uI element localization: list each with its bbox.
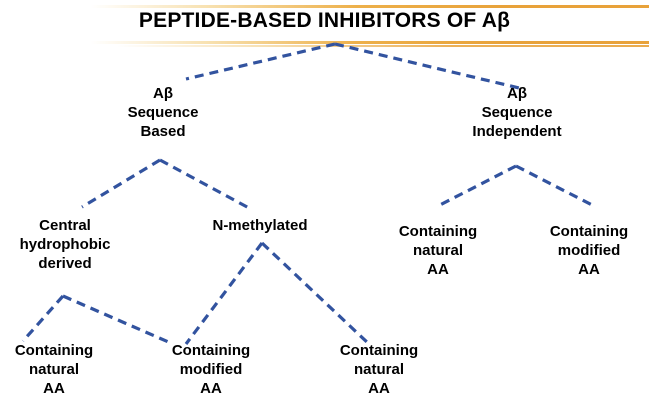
title-rule-bottom-secondary [0,45,649,47]
edge-based-to-central-hydrophobic [81,158,161,209]
edge-central-to-leaf-modified [62,294,174,346]
edge-based-to-n-methylated [159,158,250,210]
page-title: PEPTIDE-BASED INHIBITORS OF Aβ [138,9,511,32]
edge-independent-to-modified [515,164,595,208]
node-central-hydrophobic-derived: Central hydrophobic derived [19,217,111,272]
node-leaf-containing-modified-aa-middle: Containing modified AA [171,342,251,397]
node-independent-containing-natural-aa: Containing natural AA [398,223,478,278]
node-n-methylated: N-methylated [212,217,308,234]
edge-nmethylated-to-leaf-modified [184,242,264,345]
edge-nmethylated-to-leaf-natural [260,241,371,346]
edge-root-to-sequence-independent [334,42,520,90]
title-block: PEPTIDE-BASED INHIBITORS OF Aβ [0,0,649,48]
title-rule-bottom [0,41,649,44]
node-leaf-containing-natural-aa-right: Containing natural AA [339,342,419,397]
title-rule-top [0,5,649,8]
edge-central-to-leaf-natural [21,294,65,343]
node-sequence-based: Aβ Sequence Based [127,85,199,140]
node-leaf-containing-natural-aa-left: Containing natural AA [14,342,94,397]
node-independent-containing-modified-aa: Containing modified AA [549,223,629,278]
edge-root-to-sequence-based [185,42,336,81]
node-sequence-independent: Aβ Sequence Independent [472,85,562,140]
edge-independent-to-natural [437,164,517,208]
